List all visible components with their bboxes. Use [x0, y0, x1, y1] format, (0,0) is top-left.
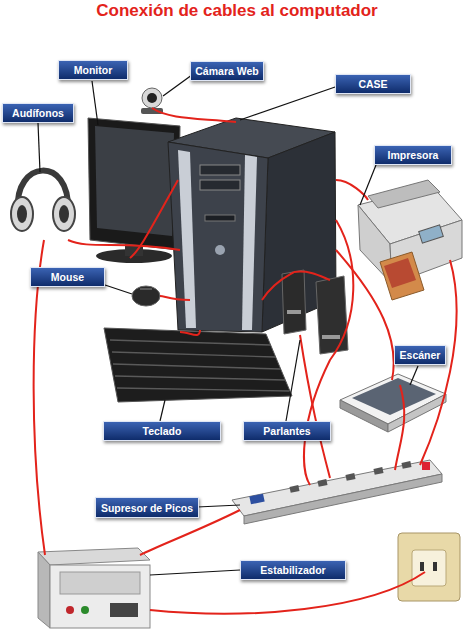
label-text: Escáner	[400, 349, 441, 361]
keyboard-device	[104, 328, 292, 402]
label-text: Impresora	[388, 149, 439, 161]
label-box: Parlantes	[243, 421, 331, 441]
label-box: Monitor	[58, 60, 128, 80]
speakers-device	[282, 270, 348, 354]
red-cables	[34, 108, 457, 614]
label-text: Cámara Web	[195, 65, 258, 77]
label-box: Escáner	[394, 345, 446, 365]
webcam-device	[141, 88, 163, 114]
label-text: Monitor	[74, 64, 113, 76]
label-box: Audífonos	[2, 103, 74, 123]
label-box: Supresor de Picos	[95, 497, 199, 518]
label-text: Mouse	[51, 271, 84, 283]
label-box: CASE	[335, 74, 411, 94]
label-box: Estabilizador	[240, 560, 346, 580]
label-text: Parlantes	[263, 425, 310, 437]
label-text: CASE	[358, 78, 387, 90]
label-box: Mouse	[30, 267, 105, 287]
headphones-device	[11, 171, 75, 231]
label-box: Cámara Web	[190, 61, 264, 81]
diagram-title: Conexión de cables al computador	[0, 1, 474, 21]
label-box: Impresora	[374, 145, 452, 165]
printer-device	[358, 180, 462, 300]
surge-protector	[232, 460, 442, 524]
scanner-device	[340, 374, 446, 432]
label-text: Teclado	[143, 425, 182, 437]
label-box: Teclado	[103, 421, 221, 441]
label-text: Supresor de Picos	[101, 502, 193, 514]
label-text: Audífonos	[12, 107, 64, 119]
leader-lines	[38, 72, 418, 575]
label-text: Estabilizador	[260, 564, 325, 576]
case-tower	[168, 118, 336, 332]
stabilizer-device	[38, 548, 150, 628]
monitor-device	[88, 118, 180, 263]
wall-outlet	[398, 533, 460, 601]
mouse-device	[132, 286, 160, 306]
